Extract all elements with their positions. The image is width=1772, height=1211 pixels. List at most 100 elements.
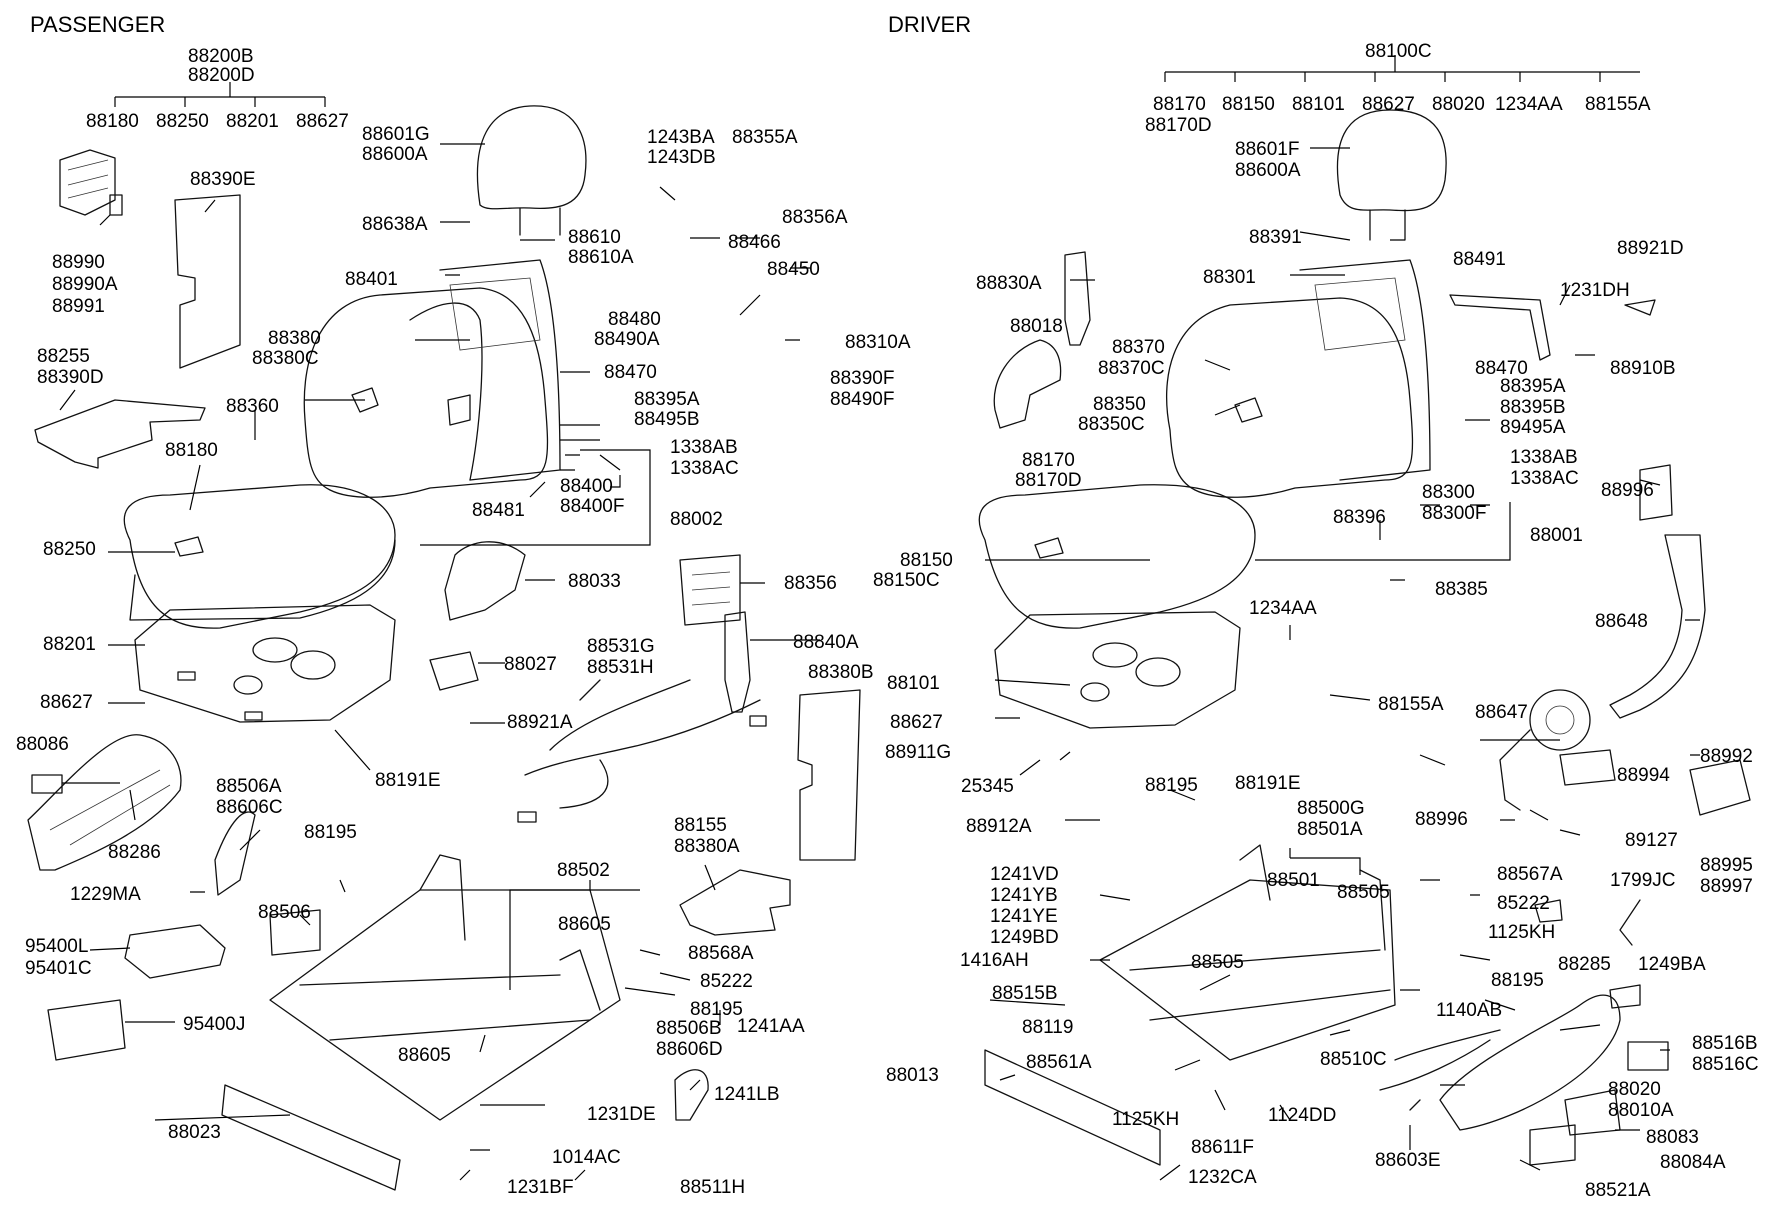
label-88991: 88991	[52, 296, 105, 317]
passenger-side-cover-drawing	[27, 734, 182, 871]
label-88997: 88997	[1700, 876, 1753, 897]
label-1243DB: 1243DB	[647, 147, 716, 168]
label-1124DD: 1124DD	[1268, 1105, 1336, 1126]
label-88627: 88627	[40, 692, 93, 713]
label-88395A: 88395A	[1500, 376, 1566, 397]
label-25345: 25345	[961, 776, 1014, 797]
label-88911G: 88911G	[885, 742, 951, 763]
label-88083: 88083	[1646, 1127, 1699, 1148]
label-88600A: 88600A	[362, 144, 428, 165]
label-88395B: 88395B	[1500, 397, 1566, 418]
label-88627: 88627	[890, 712, 943, 733]
label-1241AA: 1241AA	[737, 1016, 805, 1037]
label-88531G: 88531G	[587, 636, 655, 657]
label-88611F: 88611F	[1191, 1137, 1254, 1158]
label-1249BD: 1249BD	[990, 927, 1059, 948]
label-88495B: 88495B	[634, 409, 700, 430]
label-1234AA-top: 1234AA	[1495, 94, 1563, 115]
label-88567A: 88567A	[1497, 864, 1563, 885]
passenger-seatback-pad-drawing	[174, 194, 241, 369]
label-88490F: 88490F	[830, 389, 894, 410]
label-88830A: 88830A	[976, 273, 1042, 294]
label-1799JC: 1799JC	[1610, 870, 1676, 891]
label-1241YB: 1241YB	[990, 885, 1058, 906]
label-88505: 88505	[1337, 882, 1390, 903]
label-88400F: 88400F	[560, 496, 624, 517]
label-88191E: 88191E	[1235, 773, 1301, 794]
passenger-cushion-pad-drawing	[34, 399, 206, 469]
label-88002: 88002	[670, 509, 723, 530]
label-88996b: 88996	[1415, 809, 1468, 830]
label-88515B: 88515B	[992, 983, 1058, 1004]
passenger-labels: 88200B 88200D 88180 88250 88201 88627 88…	[16, 46, 911, 1198]
label-88020-top: 88020	[1432, 94, 1485, 115]
label-88638A: 88638A	[362, 214, 428, 235]
label-88380: 88380	[268, 328, 321, 349]
label-88356A: 88356A	[782, 207, 848, 228]
passenger-module-drawing	[59, 149, 123, 216]
label-88201: 88201	[43, 634, 96, 655]
label-88001: 88001	[1530, 525, 1583, 546]
label-1140AB: 1140AB	[1436, 1000, 1502, 1021]
label-88610: 88610	[568, 227, 621, 248]
label-88285: 88285	[1558, 954, 1611, 975]
label-88990: 88990	[52, 252, 105, 273]
label-88396: 88396	[1333, 507, 1386, 528]
driver-module-drawing	[1689, 759, 1751, 816]
label-88391: 88391	[1249, 227, 1302, 248]
driver-cushion-frame-drawing	[994, 611, 1241, 729]
label-88170Db: 88170D	[1015, 470, 1082, 491]
label-88250-top: 88250	[156, 111, 209, 132]
label-88470: 88470	[604, 362, 657, 383]
passenger-headrest-drawing	[476, 105, 587, 236]
label-88506: 88506	[258, 902, 311, 923]
label-88020: 88020	[1608, 1079, 1661, 1100]
label-95400L: 95400L	[25, 936, 88, 957]
label-88996: 88996	[1601, 480, 1654, 501]
label-88568A: 88568A	[688, 943, 754, 964]
label-88255: 88255	[37, 346, 90, 367]
label-88086: 88086	[16, 734, 69, 755]
driver-side-cover-drawing	[1439, 994, 1621, 1131]
label-88600A: 88600A	[1235, 160, 1301, 181]
label-88027: 88027	[504, 654, 557, 675]
label-1232CA: 1232CA	[1188, 1167, 1257, 1188]
label-88627-top: 88627	[296, 111, 349, 132]
passenger-switch-drawing	[679, 554, 741, 626]
label-1241VD: 1241VD	[990, 864, 1059, 885]
label-88170D: 88170D	[1145, 115, 1212, 136]
label-88191E: 88191E	[375, 770, 441, 791]
label-88119: 88119	[1022, 1017, 1073, 1038]
label-88195: 88195	[1145, 775, 1198, 796]
label-88648: 88648	[1595, 611, 1648, 632]
label-88380C: 88380C	[252, 348, 319, 369]
driver-duct-drawing	[1609, 464, 1706, 719]
label-88180: 88180	[165, 440, 218, 461]
label-88603E: 88603E	[1375, 1150, 1441, 1171]
passenger-floor-pad-drawing	[679, 869, 791, 936]
label-88195b: 88195	[1491, 970, 1544, 991]
label-88605: 88605	[558, 914, 611, 935]
label-88501: 88501	[1267, 870, 1320, 891]
passenger-buckle-drawing	[724, 611, 751, 713]
label-88310A: 88310A	[845, 332, 911, 353]
label-85222: 85222	[700, 971, 753, 992]
label-88023: 88023	[168, 1122, 221, 1143]
label-1338AB: 1338AB	[670, 437, 738, 458]
driver-belt-drawing	[1064, 251, 1091, 346]
label-88921A: 88921A	[507, 712, 573, 733]
label-88010A: 88010A	[1608, 1100, 1674, 1121]
driver-small-parts-drawing	[1534, 899, 1641, 1009]
label-1241YE: 1241YE	[990, 906, 1058, 927]
passenger-heading: PASSENGER	[30, 12, 165, 37]
label-88912A: 88912A	[966, 816, 1032, 837]
label-88510C: 88510C	[1320, 1049, 1387, 1070]
label-1125KH: 1125KH	[1488, 922, 1555, 943]
label-88990A: 88990A	[52, 274, 118, 295]
label-1338AB: 1338AB	[1510, 447, 1578, 468]
label-88390E: 88390E	[190, 169, 256, 190]
label-88505b: 88505	[1191, 952, 1244, 973]
label-88910B: 88910B	[1610, 358, 1676, 379]
label-88195b: 88195	[690, 999, 743, 1020]
label-88561A: 88561A	[1026, 1052, 1092, 1073]
